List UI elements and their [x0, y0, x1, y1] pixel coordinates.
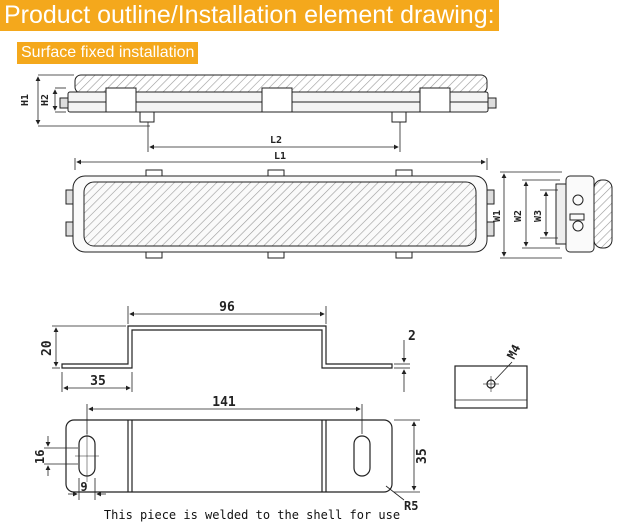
- dim-35-left: 35: [90, 374, 106, 389]
- page-title: Product outline/Installation element dra…: [0, 0, 499, 31]
- end-view: [555, 175, 613, 253]
- bracket-profile: [61, 325, 393, 369]
- dim-141: 141: [212, 395, 236, 410]
- dim-l1: L1: [274, 151, 286, 162]
- dim-h2: H2: [40, 94, 51, 106]
- side-view: [59, 74, 497, 123]
- dim-w2: W2: [513, 210, 524, 222]
- dim-96: 96: [219, 300, 235, 315]
- dim-16: 16: [33, 450, 47, 464]
- nut-block: [454, 361, 528, 409]
- dim-w3: W3: [533, 210, 544, 222]
- dim-9: 9: [80, 480, 87, 494]
- dim-w1: W1: [492, 210, 503, 222]
- bracket-top-view: [65, 419, 393, 493]
- dim-h1: H1: [20, 94, 31, 106]
- caption: This piece is welded to the shell for us…: [104, 508, 400, 522]
- bolt-m4: M4: [504, 342, 523, 361]
- dim-l2: L2: [270, 135, 282, 146]
- dim-35-right: 35: [415, 448, 430, 464]
- dim-20: 20: [40, 340, 55, 356]
- section-subtitle: Surface fixed installation: [17, 42, 199, 64]
- dim-r5: R5: [404, 499, 418, 513]
- top-view: [65, 169, 495, 259]
- dim-2: 2: [408, 329, 416, 344]
